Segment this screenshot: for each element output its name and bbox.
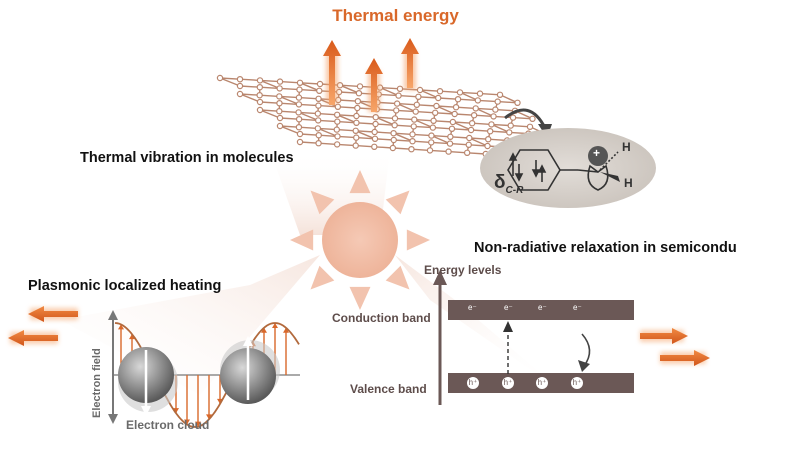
electron-3: e⁻: [538, 303, 547, 312]
energy-levels-label: Energy levels: [424, 263, 501, 277]
electron-2: e⁻: [504, 303, 513, 312]
electron-cloud-label: Electron cloud: [126, 418, 209, 432]
hole-2: h⁺: [502, 377, 514, 389]
valence-band-label: Valence band: [350, 382, 427, 396]
sun-icon: [290, 170, 430, 310]
electron-4: e⁻: [573, 303, 582, 312]
thermal-arrows: [323, 38, 419, 112]
hole-4: h⁺: [571, 377, 583, 389]
hydrogen-2: H: [624, 176, 633, 190]
heat-arrow-3: [401, 38, 419, 88]
electron-field-label: Electron field: [91, 338, 103, 418]
heading-molecules: Thermal vibration in molecules: [80, 150, 294, 166]
title-thermal-energy: Thermal energy: [0, 6, 791, 26]
hole-1: h⁺: [467, 377, 479, 389]
plus-charge: +: [593, 146, 600, 160]
delta-symbol: δC-R: [494, 172, 523, 196]
hole-3: h⁺: [536, 377, 548, 389]
heading-plasmonic: Plasmonic localized heating: [28, 278, 221, 294]
heading-semiconductor: Non-radiative relaxation in semicondu: [474, 240, 737, 256]
hydrogen-1: H: [622, 140, 631, 154]
heat-arrows-left: [8, 306, 78, 346]
relaxation-arrow: [582, 334, 590, 366]
conduction-band-label: Conduction band: [332, 311, 431, 325]
band-diagram: [433, 270, 634, 405]
heat-arrows-right: [640, 328, 710, 366]
electron-1: e⁻: [468, 303, 477, 312]
